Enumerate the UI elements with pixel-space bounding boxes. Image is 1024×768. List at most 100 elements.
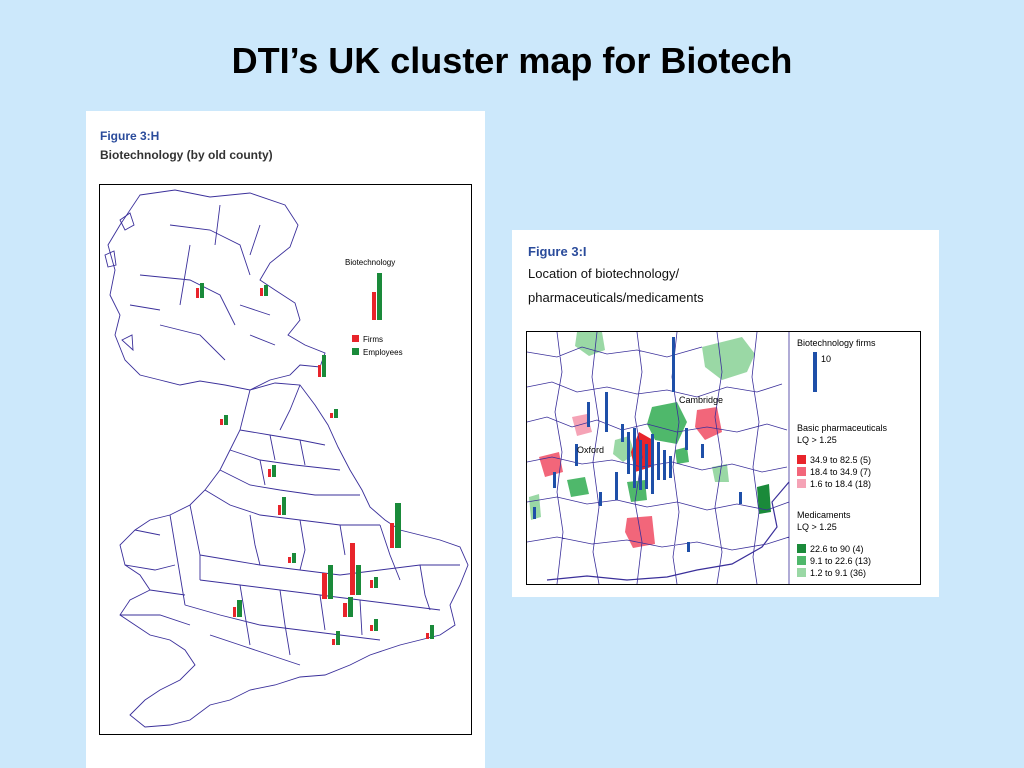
firms-bar (350, 543, 355, 595)
employees-bar (430, 625, 434, 639)
southeast-england-map-svg: Cambridge Oxford Biotechnology firms 10 … (527, 332, 888, 584)
figure-3i-subtitle-line1: Location of biotechnology/ (528, 266, 680, 281)
medicaments-region (647, 402, 687, 444)
employees-bar (200, 283, 204, 298)
shaded-regions (529, 332, 771, 548)
firms-bar (220, 419, 223, 425)
biotech-bar (621, 424, 624, 442)
legend-firms-swatch (352, 335, 359, 342)
legend-pharma-swatch-mid (797, 467, 806, 476)
figure-3h-panel: Figure 3:H Biotechnology (by old county) (86, 111, 485, 768)
firms-bar (233, 607, 236, 617)
place-label-oxford: Oxford (577, 445, 604, 455)
biotech-bar (672, 337, 675, 392)
employees-bar (336, 631, 340, 645)
legend-pharma-title: Basic pharmaceuticals (797, 423, 888, 433)
legend-employees-label: Employees (363, 348, 403, 357)
firms-bar (288, 557, 291, 563)
firms-bar (260, 288, 263, 296)
employees-bar (272, 465, 276, 477)
firms-bar (268, 469, 271, 477)
legend-pharma-range-mid: 18.4 to 34.9 (7) (810, 467, 871, 477)
place-label-cambridge: Cambridge (679, 395, 723, 405)
biotech-bar (615, 472, 618, 500)
employees-bar (334, 409, 338, 418)
employees-bar (282, 497, 286, 515)
legend-med-swatch-low (797, 568, 806, 577)
biotech-bar (663, 450, 666, 480)
figure-3h-legend: Biotechnology Firms Employees (345, 258, 403, 357)
legend-pharma-lq: LQ > 1.25 (797, 435, 837, 445)
legend-firms-label: Firms (363, 335, 383, 344)
biotech-bar (575, 444, 578, 466)
legend-med-title: Medicaments (797, 510, 851, 520)
biotech-bar (639, 440, 642, 490)
legend-biotech-scale: 10 (821, 354, 831, 364)
employees-bar (224, 415, 228, 425)
biotech-bar (645, 444, 648, 489)
employees-bar (374, 619, 378, 631)
legend-med-range-mid: 9.1 to 22.6 (13) (810, 556, 871, 566)
figure-3i-subtitle-line2: pharmaceuticals/medicaments (528, 290, 704, 305)
biotech-bar (605, 392, 608, 432)
medicaments-region (702, 337, 755, 380)
legend-employees-swatch (352, 348, 359, 355)
cluster-bars (196, 283, 434, 645)
employees-bar (322, 355, 326, 377)
firms-bar (332, 639, 335, 645)
employees-bar (328, 565, 333, 599)
county-boundaries (104, 189, 469, 728)
biotech-bar (553, 472, 556, 488)
biotech-bar (651, 434, 654, 494)
medicaments-region (567, 477, 589, 497)
firms-bar (426, 633, 429, 639)
firms-bar (370, 580, 373, 588)
biotech-bar (599, 492, 602, 506)
biotech-bar (685, 428, 688, 450)
biotech-bar (739, 492, 742, 504)
employees-bar (348, 597, 353, 617)
medicaments-region (675, 447, 689, 464)
uk-county-map-svg: Biotechnology Firms Employees (104, 189, 469, 728)
legend-employees-sample-bar (377, 273, 382, 320)
legend-med-range-low: 1.2 to 9.1 (36) (810, 568, 866, 578)
firms-bar (330, 413, 333, 418)
firms-bar (318, 365, 321, 377)
biotech-bar (687, 542, 690, 552)
biotech-bar (669, 456, 672, 478)
legend-med-lq: LQ > 1.25 (797, 522, 837, 532)
biotech-bar (701, 444, 704, 458)
uk-county-map: Biotechnology Firms Employees (99, 184, 472, 735)
coastline (546, 481, 790, 581)
medicaments-region (575, 332, 605, 356)
southeast-england-map: Cambridge Oxford Biotechnology firms 10 … (526, 331, 921, 585)
firms-bar (370, 625, 373, 631)
figure-3i-panel: Figure 3:I Location of biotechnology/ ph… (512, 230, 939, 597)
legend-pharma-range-low: 1.6 to 18.4 (18) (810, 479, 871, 489)
figure-3i-legend: Biotechnology firms 10 Basic pharmaceuti… (797, 338, 888, 578)
employees-bar (356, 565, 361, 595)
legend-med-swatch-high (797, 544, 806, 553)
legend-title: Biotechnology (345, 258, 395, 267)
biotech-bar (657, 442, 660, 480)
legend-biotech-title: Biotechnology firms (797, 338, 876, 348)
slide-title: DTI’s UK cluster map for Biotech (231, 40, 793, 81)
biotech-bar (633, 428, 636, 488)
biotech-bar (627, 432, 630, 474)
employees-bar (292, 553, 296, 563)
employees-bar (395, 503, 401, 548)
legend-med-swatch-mid (797, 556, 806, 565)
legend-med-range-high: 22.6 to 90 (4) (810, 544, 864, 554)
biotech-bar (533, 507, 536, 519)
figure-3h-subtitle: Biotechnology (by old county) (100, 148, 273, 162)
legend-pharma-range-high: 34.9 to 82.5 (5) (810, 455, 871, 465)
employees-bar (264, 285, 268, 296)
firms-bar (278, 505, 281, 515)
biotech-bar (587, 402, 590, 427)
legend-firms-sample-bar (372, 292, 376, 320)
figure-3h-label: Figure 3:H (100, 129, 160, 143)
firms-bar (196, 288, 199, 298)
legend-biotech-sample-bar (813, 352, 817, 392)
firms-bar (343, 603, 347, 617)
employees-bar (374, 577, 378, 588)
